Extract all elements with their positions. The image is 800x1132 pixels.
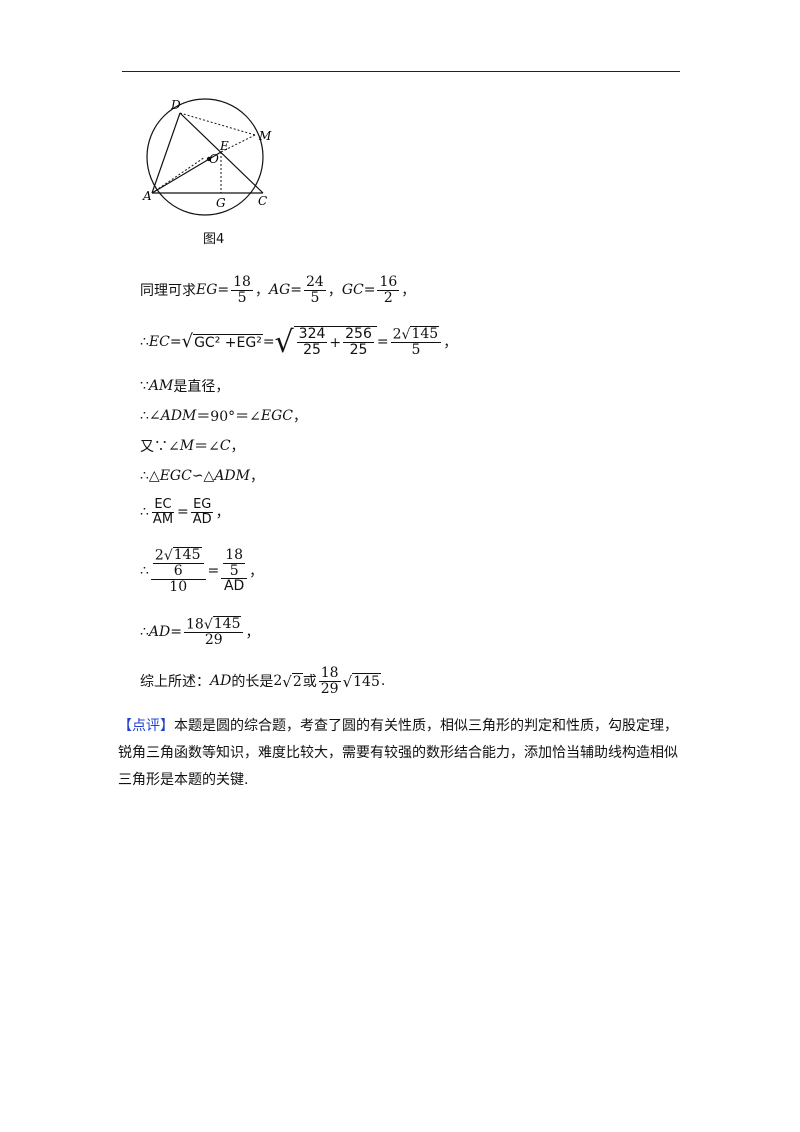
- text: ，: [327, 283, 342, 300]
- var: AG: [268, 282, 291, 299]
- label-E: E: [219, 139, 229, 153]
- header-rule: [122, 71, 680, 72]
- label-O: O: [209, 152, 219, 166]
- text: ，: [443, 335, 458, 352]
- line-angle-adm: ∴∠ADM＝90°＝∠EGC，: [140, 408, 307, 425]
- circle: [146, 98, 264, 216]
- var: GC: [341, 282, 364, 299]
- comment-tag: 【点评】: [118, 718, 174, 734]
- segment-AO: [151, 156, 206, 194]
- figure-caption: 图4: [203, 232, 225, 247]
- line-similar: ∴△EGC∽△ADM，: [140, 468, 264, 485]
- comment-text: 本题是圆的综合题，考查了圆的有关性质，相似三角形的判定和性质，勾股定理，锐角三角…: [118, 718, 678, 788]
- geometry-figure: D M E O A G C: [142, 98, 272, 216]
- text: =: [262, 334, 275, 351]
- text: =: [363, 282, 376, 299]
- text: =: [290, 282, 302, 299]
- sqrt: √GC² +EG²: [181, 331, 263, 353]
- text: 同理可求: [140, 283, 196, 300]
- text: =: [217, 282, 230, 299]
- line-angle-m: 又∵∠M＝∠C，: [140, 438, 245, 455]
- comment-paragraph: 【点评】本题是圆的综合题，考查了圆的有关性质，相似三角形的判定和性质，勾股定理，…: [118, 713, 678, 794]
- text: =: [169, 334, 182, 351]
- label-M: M: [258, 129, 272, 143]
- segment-DM: [179, 112, 256, 136]
- center-point: [206, 156, 212, 162]
- label-G: G: [216, 196, 226, 210]
- var: EC: [148, 334, 170, 351]
- text: ，: [254, 283, 269, 300]
- label-A: A: [142, 189, 152, 203]
- label-C: C: [258, 194, 267, 208]
- text: ，: [401, 283, 416, 300]
- text: =: [376, 334, 389, 351]
- line-am-diameter: ∵AM 是直径，: [140, 378, 230, 395]
- segment-DA: [151, 112, 181, 194]
- therefore-symbol: ∴: [140, 334, 149, 351]
- var: EG: [196, 282, 218, 299]
- label-D: D: [170, 98, 181, 112]
